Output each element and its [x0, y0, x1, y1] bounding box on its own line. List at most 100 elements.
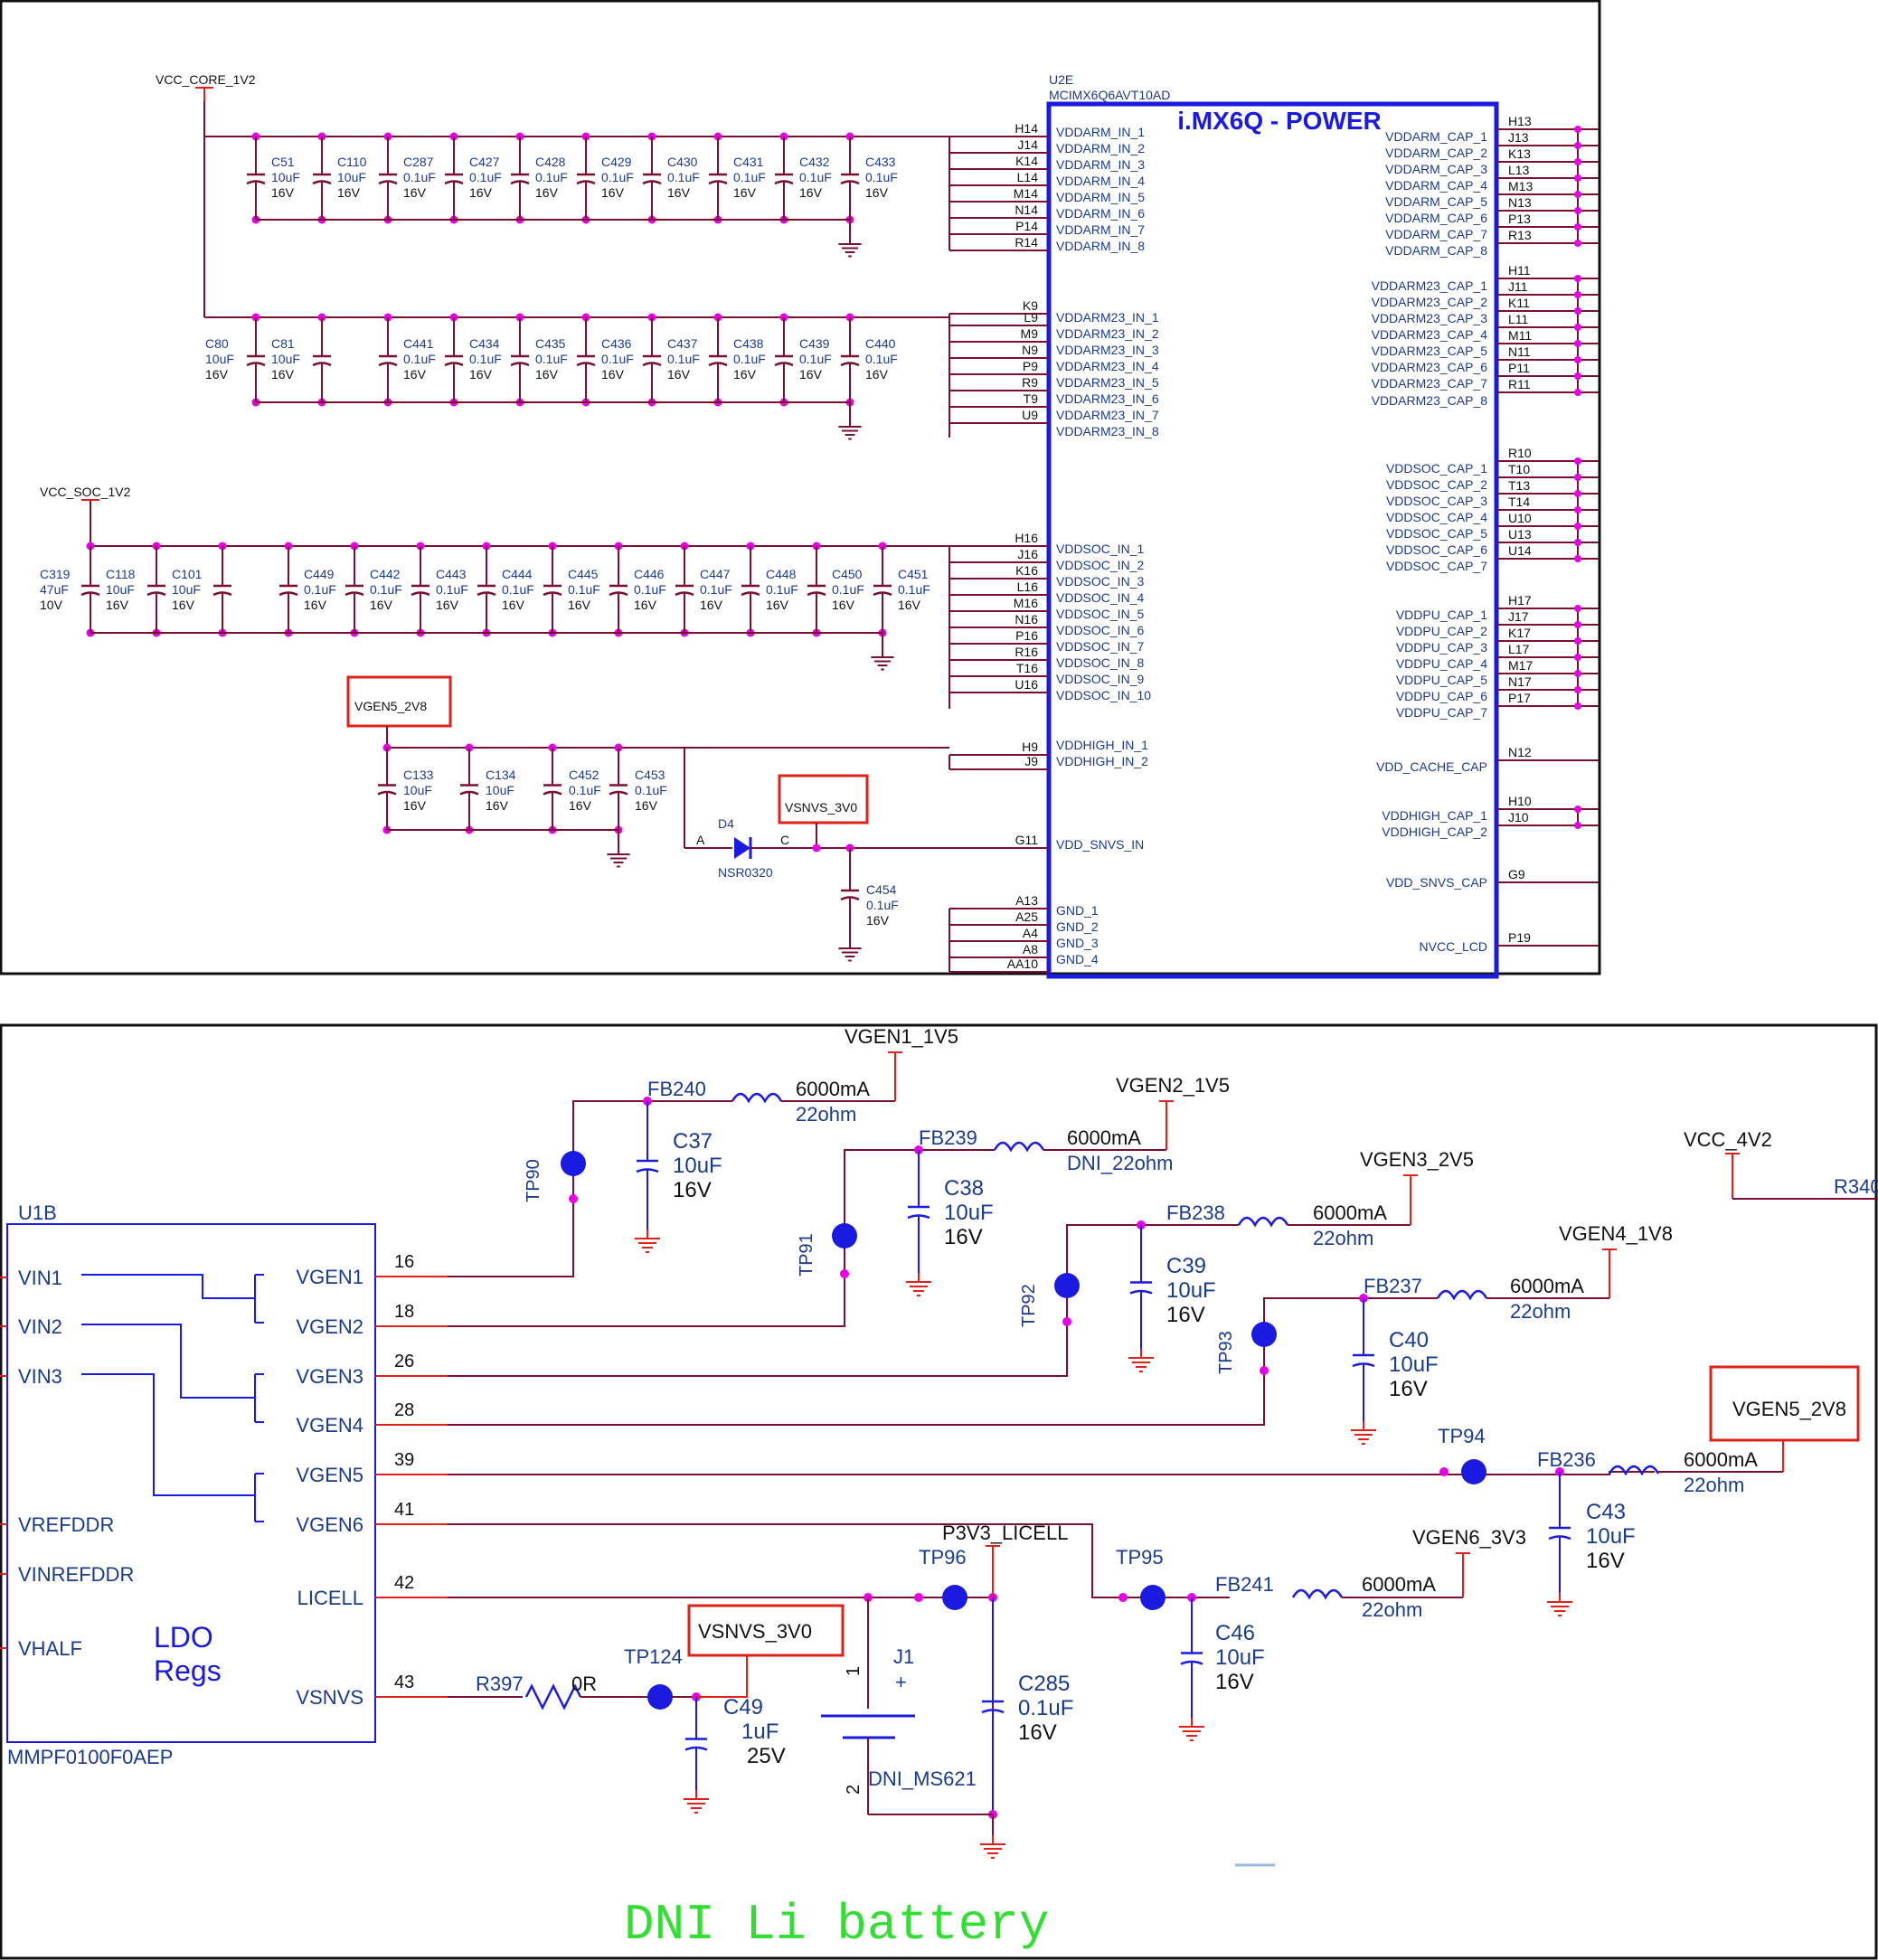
cap-value: 10uF — [944, 1201, 994, 1225]
junction — [1574, 555, 1581, 562]
cap-value: 0.1uF — [569, 783, 601, 797]
cap-ref: C453 — [635, 768, 665, 782]
junction — [569, 1194, 578, 1203]
ic-pin-name: VDDSOC_IN_7 — [1056, 639, 1144, 654]
testpoint-tp95 — [1140, 1585, 1165, 1610]
junction — [1574, 539, 1581, 546]
ic-pin-number: A25 — [1015, 909, 1038, 924]
ic-pin-number: G9 — [1508, 867, 1525, 881]
cap-voltage: 16V — [205, 367, 229, 382]
rail-vgen2: VGEN2_1V5 — [1116, 1074, 1230, 1097]
capacitor-plate — [510, 180, 530, 185]
ic-pin-number: J10 — [1508, 810, 1529, 825]
cap-voltage: 16V — [1166, 1303, 1205, 1327]
cap-value: 0.1uF — [370, 582, 402, 597]
ic-pin-number: R9 — [1022, 375, 1038, 390]
tp-label: TP90 — [524, 1159, 543, 1202]
ic-pin-name: VDDARM_CAP_4 — [1385, 178, 1487, 193]
ic-pin-name: VDDPU_CAP_7 — [1396, 705, 1487, 720]
ic-pin-number: K17 — [1508, 626, 1531, 640]
capacitor-plate — [807, 591, 826, 597]
ic-pin-name: VDDSOC_CAP_2 — [1386, 477, 1487, 492]
ic-u2e-body — [1046, 101, 1499, 979]
ic-pin-number: M11 — [1508, 328, 1532, 343]
cap-ref: C449 — [304, 567, 335, 581]
capacitor-plate — [873, 591, 892, 597]
cap-voltage: 16V — [569, 798, 592, 813]
cap-value: 10uF — [486, 783, 514, 797]
cap-voltage: 16V — [469, 367, 493, 382]
cap-ref: C40 — [1389, 1328, 1429, 1352]
ic-pin-name: VDDARM23_IN_5 — [1056, 375, 1159, 390]
ic-pin-name: VDD_SNVS_CAP — [1386, 875, 1487, 890]
capacitor-plate — [312, 180, 332, 185]
cap-value: 10uF — [673, 1154, 722, 1178]
junction — [1574, 340, 1581, 347]
ic-title: i.MX6Q - POWER — [1177, 107, 1382, 135]
ic-pin-number: N13 — [1508, 195, 1532, 210]
ic-pin-number: H13 — [1508, 114, 1532, 128]
capacitor-plate — [708, 180, 728, 185]
ic-pin-number: L16 — [1017, 580, 1039, 594]
cap-ref: C110 — [337, 155, 367, 169]
ic-pin-name: VDDARM23_IN_8 — [1056, 424, 1159, 438]
junction — [1574, 605, 1581, 612]
pmic-right-pin: VGEN6 — [296, 1513, 363, 1536]
tp-label: TP96 — [919, 1546, 967, 1569]
junction — [1574, 324, 1581, 331]
capacitor-plate — [1352, 1362, 1375, 1368]
cap-ref: C454 — [866, 882, 897, 897]
cap-value: 0.1uF — [304, 582, 336, 597]
ic-pin-number: J11 — [1508, 279, 1528, 294]
junction — [1574, 174, 1581, 182]
diode-d4 — [734, 837, 750, 859]
ic-pin-name: VDDARM_IN_7 — [1056, 222, 1145, 237]
fb-ref: FB238 — [1166, 1201, 1225, 1224]
junction — [1574, 670, 1581, 677]
tp-label: TP95 — [1116, 1546, 1164, 1569]
ic-pin-name: VDD_CACHE_CAP — [1376, 759, 1487, 774]
ic-pin-name: VDDPU_CAP_5 — [1396, 673, 1487, 687]
ic-pin-number: P16 — [1015, 628, 1038, 643]
cap-ref: C429 — [601, 155, 632, 169]
capacitor-plate — [642, 362, 662, 367]
cap-ref: C46 — [1215, 1621, 1255, 1645]
ic-pin-name: VDDHIGH_CAP_2 — [1382, 825, 1487, 839]
ic-pin-name: VDDARM_CAP_6 — [1385, 211, 1487, 225]
vgen4-net — [448, 1297, 1438, 1426]
resistor-r397 — [524, 1683, 582, 1710]
cap-value: 0.1uF — [502, 582, 534, 597]
cap-voltage: 16V — [944, 1225, 983, 1249]
ic-pin-name: VDDSOC_IN_10 — [1056, 688, 1151, 702]
cap-value: 0.1uF — [469, 352, 502, 366]
cap-voltage: 16V — [403, 798, 427, 813]
cap-value: 0.1uF — [799, 170, 832, 184]
ic-pin-number: L13 — [1508, 163, 1530, 177]
capacitor-plate — [378, 362, 398, 367]
tp-label: TP94 — [1438, 1425, 1486, 1447]
capacitor-plate — [840, 362, 860, 367]
cap-value: 0.1uF — [635, 783, 667, 797]
cap-voltage: 16V — [403, 367, 427, 382]
r340-ref: R340 — [1834, 1175, 1878, 1198]
ic-pin-name: VDD_SNVS_IN — [1056, 837, 1144, 852]
cap-ref: C428 — [535, 155, 566, 169]
ic-pin-number: N9 — [1022, 343, 1038, 357]
cap-ref: C441 — [403, 336, 434, 351]
pmic-pin-number: 43 — [394, 1673, 414, 1692]
cap-ref: C39 — [1166, 1254, 1206, 1278]
cap-ref: C451 — [898, 567, 929, 581]
ic-pin-name: VDDARM23_IN_1 — [1056, 310, 1159, 325]
pmic-left-pin: VINREFDDR — [18, 1563, 134, 1586]
junction — [1574, 223, 1581, 231]
testpoint-tp90 — [561, 1151, 586, 1176]
ic-pin-name: VDDARM23_CAP_5 — [1372, 344, 1488, 358]
cap-value: 0.1uF — [469, 170, 502, 184]
fb-impedance: 22ohm — [796, 1103, 856, 1126]
ic-pin-name: VDDARM23_CAP_2 — [1372, 295, 1488, 309]
capacitor-plate — [576, 180, 596, 185]
ferrite-fb236 — [1608, 1465, 1660, 1476]
capacitor-plate — [774, 362, 794, 367]
capacitor-plate — [1180, 1660, 1203, 1665]
